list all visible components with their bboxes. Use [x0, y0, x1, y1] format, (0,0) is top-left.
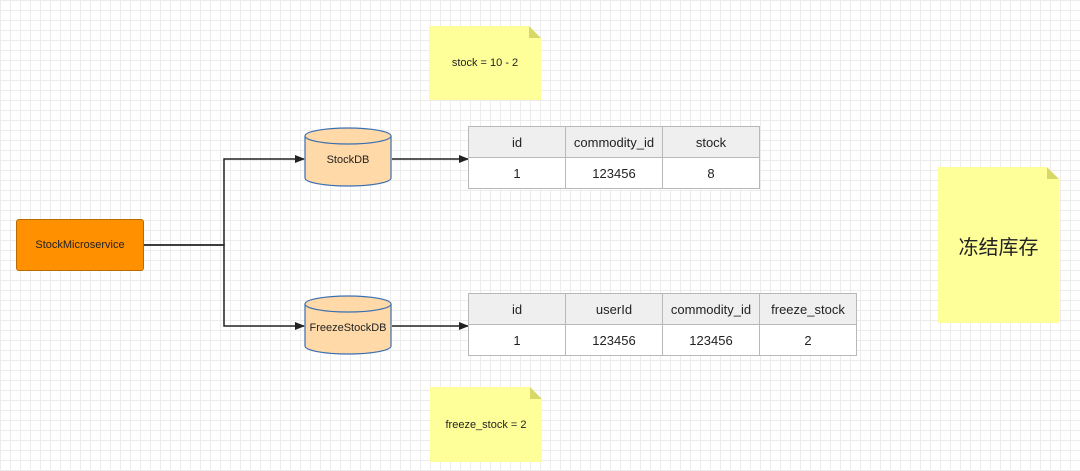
- table-header-cell: userId: [565, 293, 663, 325]
- table-header-cell: id: [468, 293, 566, 325]
- note-frozen-inventory-text: 冻结库存: [958, 234, 1039, 259]
- note-frozen-inventory[interactable]: 冻结库存: [938, 167, 1059, 323]
- table-header-cell: commodity_id: [565, 126, 663, 158]
- note-stock-formula-text: stock = 10 - 2: [451, 57, 519, 69]
- stock-microservice-label: StockMicroservice: [35, 239, 125, 251]
- table-cell: 123456: [565, 324, 663, 356]
- table-header-cell: stock: [662, 126, 760, 158]
- table-header-cell: id: [468, 126, 566, 158]
- stock-microservice-box[interactable]: StockMicroservice: [16, 219, 144, 271]
- table-cell: 123456: [565, 157, 663, 189]
- connector-service-to-freezedb[interactable]: [144, 244, 305, 330]
- stockdb-cylinder[interactable]: [304, 127, 392, 187]
- table-row: 1 123456 8: [468, 157, 760, 189]
- table-header-cell: commodity_id: [662, 293, 760, 325]
- stockdb-label: StockDB: [326, 154, 370, 166]
- freezestockdb-cylinder[interactable]: [304, 295, 392, 355]
- note-freeze-formula[interactable]: freeze_stock = 2: [430, 387, 542, 462]
- table-cell: 123456: [662, 324, 760, 356]
- table-header-cell: freeze_stock: [759, 293, 857, 325]
- table-cell: 2: [759, 324, 857, 356]
- table-header-row: id commodity_id stock: [468, 126, 760, 158]
- table-row: 1 123456 123456 2: [468, 324, 857, 356]
- note-freeze-formula-text: freeze_stock = 2: [445, 418, 527, 431]
- stock-table: id commodity_id stock 1 123456 8: [468, 126, 760, 189]
- table-cell: 1: [468, 157, 566, 189]
- table-header-row: id userId commodity_id freeze_stock: [468, 293, 857, 325]
- note-stock-formula[interactable]: stock = 10 - 2: [429, 26, 541, 100]
- table-cell: 1: [468, 324, 566, 356]
- freeze-stock-table: id userId commodity_id freeze_stock 1 12…: [468, 293, 857, 356]
- connector-service-to-stockdb[interactable]: [144, 155, 305, 246]
- table-cell: 8: [662, 157, 760, 189]
- freezestockdb-label: FreezeStockDB: [309, 322, 387, 334]
